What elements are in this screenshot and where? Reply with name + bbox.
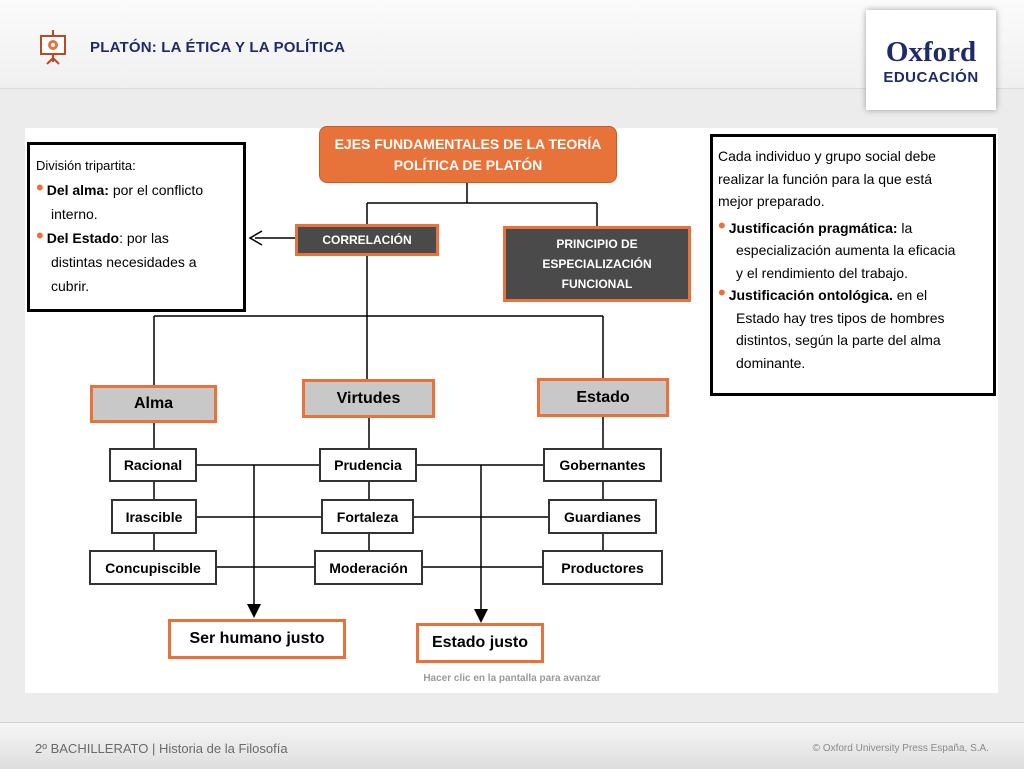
right-note-bullet-1: •Justificación pragmática: la <box>718 214 988 240</box>
prudencia-label: Prudencia <box>334 457 402 473</box>
right-note-bullet-2-cont3: dominante. <box>736 354 806 371</box>
root-node: EJES FUNDAMENTALES DE LA TEORÍA POLÍTICA… <box>319 126 617 183</box>
left-note-bullet-2: •Del Estado: por las <box>36 223 238 250</box>
left-note-bullet-1: •Del alma: por el conflicto <box>36 175 238 202</box>
moderacion-node: Moderación <box>314 550 423 585</box>
estado-justo-label: Estado justo <box>431 634 528 651</box>
alma-node-label: Alma <box>133 395 174 412</box>
bullet-icon: • <box>718 212 726 238</box>
bullet-icon: • <box>718 280 726 305</box>
bullet-icon: • <box>36 223 44 248</box>
productores-node: Productores <box>542 550 663 585</box>
bullet-1-text: por el conflicto <box>108 182 204 198</box>
principle-node-label: PRINCIPIO DE ESPECIALIZACIÓN FUNCIONAL <box>542 237 652 291</box>
oxford-logo: Oxford EDUCACIÓN <box>866 10 996 110</box>
gobernantes-label: Gobernantes <box>559 457 646 473</box>
right-bullet-2-bold: Justificación ontológica. <box>728 287 893 303</box>
right-note-bullet-2-cont2: distintos, según la parte del alma <box>736 332 941 348</box>
right-bullet-1-bold: Justificación pragmática: <box>728 219 898 236</box>
fortaleza-label: Fortaleza <box>336 508 399 525</box>
left-note-bullet-2-cont2: cubrir. <box>51 278 90 294</box>
irascible-label: Irascible <box>125 508 183 525</box>
estado-node-label: Estado <box>576 388 630 406</box>
racional-node: Racional <box>109 448 197 482</box>
estado-justo-node: Estado justo <box>416 623 544 663</box>
right-note-bullet-2-cont1: Estado hay tres tipos de hombres <box>736 309 945 326</box>
bullet-2-text: : por las <box>119 230 169 246</box>
advance-hint[interactable]: Hacer clic en la pantalla para avanzar <box>423 673 601 684</box>
left-note-intro: División tripartita: <box>36 158 136 173</box>
footer-course: 2º BACHILLERATO | Historia de la Filosof… <box>35 741 288 756</box>
principle-node: PRINCIPIO DE ESPECIALIZACIÓN FUNCIONAL <box>503 226 691 302</box>
irascible-node: Irascible <box>111 499 197 534</box>
fortaleza-node: Fortaleza <box>321 499 414 534</box>
page-title: PLATÓN: LA ÉTICA Y LA POLÍTICA <box>90 39 346 56</box>
logo-text-educacion: EDUCACIÓN <box>883 69 979 86</box>
prudencia-node: Prudencia <box>319 448 417 482</box>
concupiscible-label: Concupiscible <box>105 559 201 576</box>
correlation-node-label: CORRELACIÓN <box>322 233 412 247</box>
footer-copyright: © Oxford University Press España, S.A. <box>812 743 989 754</box>
concupiscible-node: Concupiscible <box>89 550 217 585</box>
right-note-line-2: realizar la función para la que está <box>718 170 933 187</box>
right-note-bullet-2: •Justificación ontológica. en el <box>718 282 988 307</box>
footer-bar: 2º BACHILLERATO | Historia de la Filosof… <box>0 722 1024 769</box>
presentation-icon <box>40 30 66 65</box>
root-node-label: EJES FUNDAMENTALES DE LA TEORÍA POLÍTICA… <box>334 135 602 173</box>
virtudes-node: Virtudes <box>302 379 435 418</box>
estado-node: Estado <box>537 378 669 417</box>
gobernantes-node: Gobernantes <box>543 448 662 482</box>
left-note-bullet-1-cont: interno. <box>51 206 98 222</box>
productores-label: Productores <box>561 559 644 576</box>
right-note-bullet-1-cont1: especialización aumenta la eficacia <box>736 242 956 258</box>
left-note: División tripartita: •Del alma: por el c… <box>27 142 246 312</box>
virtudes-node-label: Virtudes <box>336 389 401 407</box>
guardianes-label: Guardianes <box>563 508 642 525</box>
logo-text-oxford: Oxford <box>885 36 977 68</box>
guardianes-node: Guardianes <box>548 499 657 534</box>
right-note-line-1: Cada individuo y grupo social debe <box>718 148 936 164</box>
correlation-node: CORRELACIÓN <box>295 224 439 256</box>
right-note-line-3: mejor preparado. <box>718 193 825 209</box>
left-note-bullet-2-cont1: distintas necesidades a <box>51 254 197 270</box>
right-note: Cada individuo y grupo social debe reali… <box>710 134 996 396</box>
ser-humano-justo-node: Ser humano justo <box>168 619 346 659</box>
moderacion-label: Moderación <box>329 559 408 576</box>
right-bullet-2-text: en el <box>892 287 928 303</box>
ser-humano-justo-label: Ser humano justo <box>189 630 325 647</box>
bullet-icon: • <box>36 175 44 200</box>
header-bar: PLATÓN: LA ÉTICA Y LA POLÍTICA <box>0 0 1024 89</box>
right-bullet-1-text: la <box>897 219 913 236</box>
bullet-1-bold: Del alma: <box>46 182 109 198</box>
right-note-bullet-1-cont2: y el rendimiento del trabajo. <box>736 264 908 281</box>
alma-node: Alma <box>90 385 217 423</box>
racional-label: Racional <box>123 457 183 473</box>
bullet-2-bold: Del Estado <box>46 230 120 246</box>
